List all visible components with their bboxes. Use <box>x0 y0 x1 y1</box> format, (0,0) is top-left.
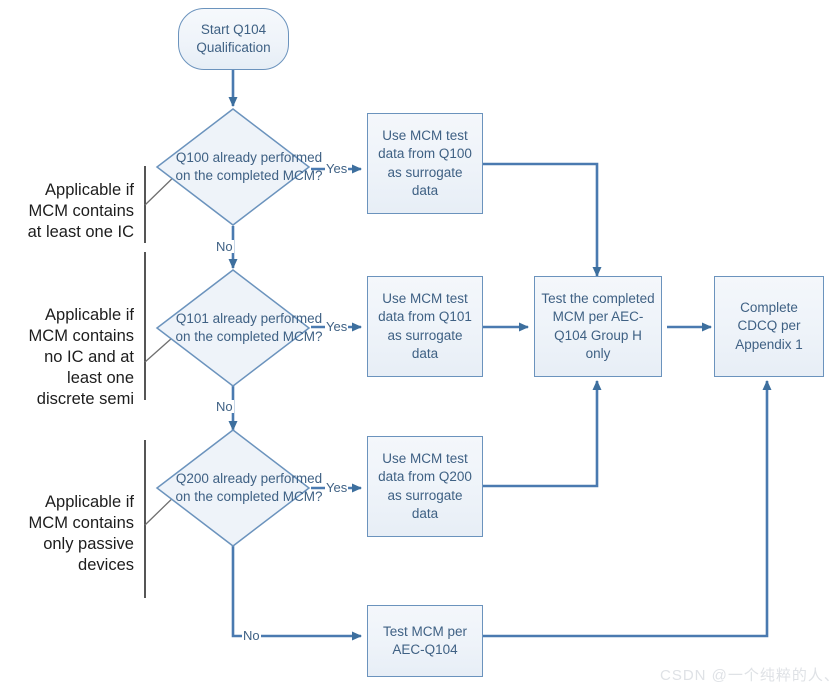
edge-label-q200-yes: Yes <box>325 480 349 495</box>
start-node[interactable]: Start Q104 Qualification <box>178 8 289 70</box>
csdn-watermark: CSDN @一个纯粹的人、 <box>660 667 838 684</box>
process-test-completed-mcm[interactable]: Test the completed MCM per AEC-Q104 Grou… <box>534 276 662 377</box>
process-surrogate-q101[interactable]: Use MCM test data from Q101 as surrogate… <box>367 276 483 377</box>
start-label: Start Q104 Qualification <box>196 21 271 55</box>
edge-label-q100-no: No <box>215 239 234 254</box>
diamond-shape-q100 <box>155 108 311 226</box>
note-applicable-ic: Applicable if MCM contains at least one … <box>27 181 134 242</box>
edge-q200-no-to-testmcm <box>231 546 362 641</box>
diamond-shape-q101 <box>155 269 311 387</box>
edge-label-q101-yes: Yes <box>325 319 349 334</box>
process-test-mcm-q104[interactable]: Test MCM per AEC-Q104 <box>367 605 483 677</box>
process-test-mcm-q104-label: Test MCM per AEC-Q104 <box>382 623 467 657</box>
process-complete-cdcq[interactable]: Complete CDCQ per Appendix 1 <box>714 276 824 377</box>
edge-testmcm-to-cdcq <box>483 380 772 638</box>
decision-q100[interactable]: Q100 already performed on the completed … <box>155 107 323 227</box>
edge-q200box-to-central <box>483 380 602 488</box>
edge-q100box-to-central <box>483 162 602 277</box>
decision-q101[interactable]: Q101 already performed on the completed … <box>155 268 323 388</box>
process-surrogate-q100[interactable]: Use MCM test data from Q100 as surrogate… <box>367 113 483 214</box>
process-surrogate-q200[interactable]: Use MCM test data from Q200 as surrogate… <box>367 436 483 537</box>
edge-label-q101-no: No <box>215 399 234 414</box>
decision-q100-label: Q100 already performed on the completed … <box>175 150 323 183</box>
edge-label-q200-no: No <box>242 628 261 643</box>
process-complete-cdcq-label: Complete CDCQ per Appendix 1 <box>735 300 803 352</box>
process-surrogate-q200-label: Use MCM test data from Q200 as surrogate… <box>378 451 472 521</box>
edge-label-q100-yes: Yes <box>325 161 349 176</box>
note-applicable-discrete: Applicable if MCM contains no IC and at … <box>28 306 134 409</box>
decision-q101-label: Q101 already performed on the completed … <box>175 311 323 344</box>
diamond-shape-q200 <box>155 429 311 547</box>
decision-q200-label: Q200 already performed on the completed … <box>175 471 323 504</box>
note-applicable-passive: Applicable if MCM contains only passive … <box>28 493 134 575</box>
process-surrogate-q100-label: Use MCM test data from Q100 as surrogate… <box>378 128 472 198</box>
decision-q200[interactable]: Q200 already performed on the completed … <box>155 428 323 548</box>
process-test-completed-mcm-label: Test the completed MCM per AEC-Q104 Grou… <box>541 291 655 361</box>
process-surrogate-q101-label: Use MCM test data from Q101 as surrogate… <box>378 291 472 361</box>
